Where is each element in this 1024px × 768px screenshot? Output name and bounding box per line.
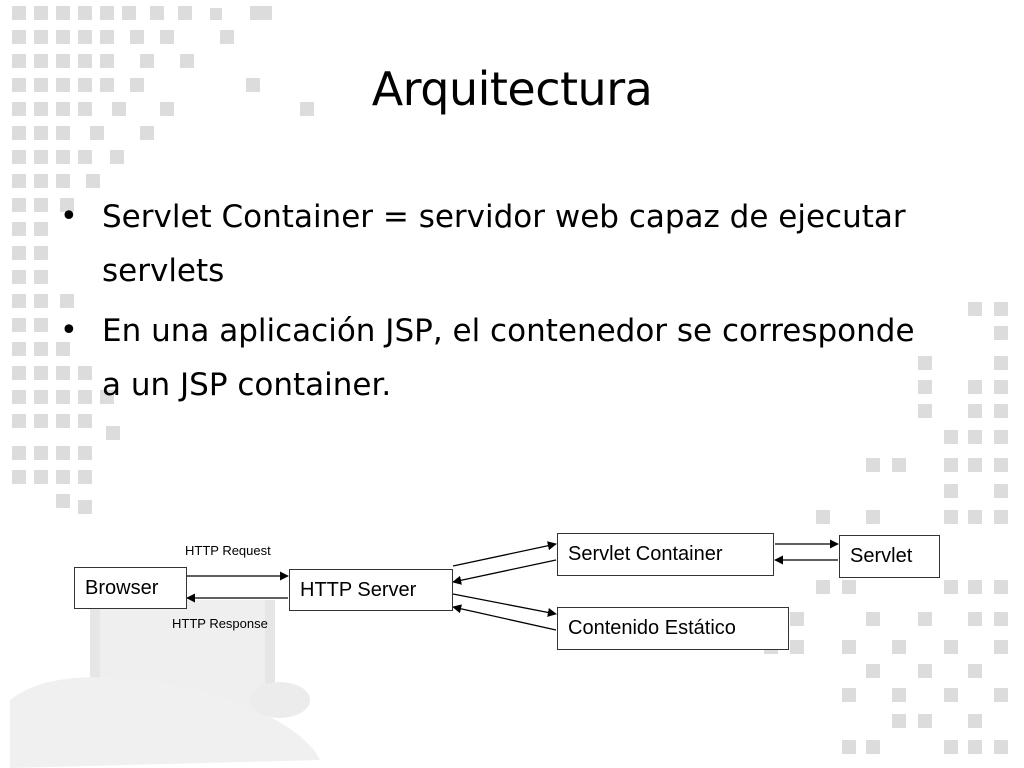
bullet-item: • Servlet Container = servidor web capaz … <box>60 190 940 298</box>
bullet-item: • En una aplicación JSP, el contenedor se… <box>60 304 940 412</box>
servlet-node: Servlet <box>839 535 940 578</box>
slide-title: Arquitectura <box>371 62 653 116</box>
http-response-label: HTTP Response <box>172 616 268 631</box>
static-content-node: Contenido Estático <box>557 607 789 650</box>
bullet-text: En una aplicación JSP, el contenedor se … <box>102 313 915 403</box>
servlet-container-node: Servlet Container <box>557 533 774 576</box>
bullet-text: Servlet Container = servidor web capaz d… <box>102 199 906 289</box>
browser-node: Browser <box>74 567 187 609</box>
http-request-label: HTTP Request <box>185 543 271 558</box>
http-server-node: HTTP Server <box>289 569 453 611</box>
bullet-dot-icon: • <box>60 313 78 348</box>
bullet-dot-icon: • <box>60 199 78 234</box>
bullet-list: • Servlet Container = servidor web capaz … <box>60 190 940 418</box>
